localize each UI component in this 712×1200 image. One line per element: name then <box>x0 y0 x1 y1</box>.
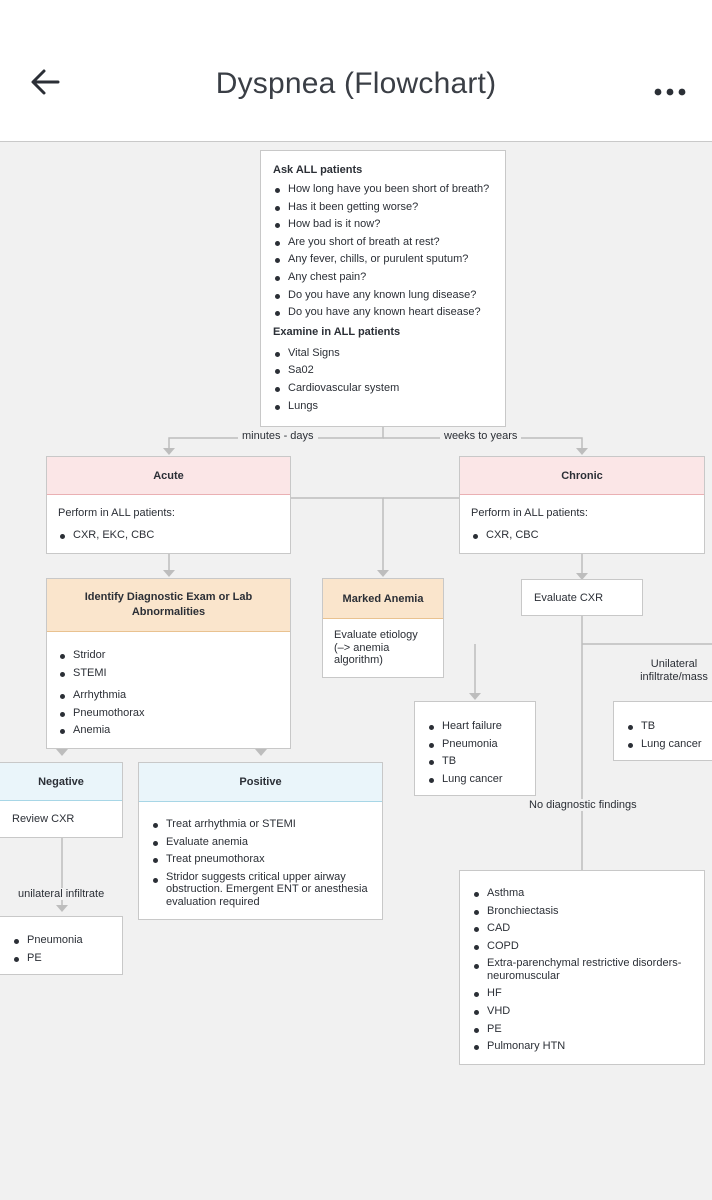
list-item: Are you short of breath at rest? <box>273 234 493 252</box>
flowchart-canvas: Ask ALL patients How long have you been … <box>0 142 712 1200</box>
list-item: Lungs <box>273 398 493 416</box>
list-item: CXR, EKC, CBC <box>58 527 279 545</box>
anemia-title: Marked Anemia <box>323 579 443 619</box>
list-item: Cardiovascular system <box>273 380 493 398</box>
differential-list: Asthma Bronchiectasis CAD COPD Extra-par… <box>472 885 690 1056</box>
edge-label-unilateral-mass: Unilateral infiltrate/mass <box>630 658 712 684</box>
list-item: Evaluate anemia <box>151 834 370 852</box>
unilateral-findings-list: TB Lung cancer <box>626 718 708 753</box>
chronic-perform-label: Perform in ALL patients: <box>471 507 588 519</box>
list-item: Treat pneumothorax <box>151 851 370 869</box>
list-item: Any chest pain? <box>273 269 493 287</box>
list-item: Has it been getting worse? <box>273 199 493 217</box>
evaluate-cxr-text: Evaluate CXR <box>534 591 604 604</box>
positive-list: Treat arrhythmia or STEMI Evaluate anemi… <box>151 816 370 908</box>
list-item: VHD <box>472 1003 690 1021</box>
app-header: Dyspnea (Flowchart) <box>0 0 712 142</box>
acute-box: Acute Perform in ALL patients: CXR, EKC,… <box>46 456 291 554</box>
chronic-list: CXR, CBC <box>471 527 693 545</box>
list-item: Extra-parenchymal restrictive disorders-… <box>472 957 690 982</box>
cxr-findings-box: Heart failure Pneumonia TB Lung cancer <box>414 701 536 796</box>
negative-title: Negative <box>0 763 122 801</box>
identify-list-a: Stridor STEMI <box>58 647 279 682</box>
negative-box: Negative Review CXR <box>0 762 123 838</box>
negative-text: Review CXR <box>12 813 75 825</box>
positive-box: Positive Treat arrhythmia or STEMI Evalu… <box>138 762 383 920</box>
edge-label-weeks-years: weeks to years <box>440 430 522 442</box>
ask-all-patients-box: Ask ALL patients How long have you been … <box>260 150 506 427</box>
list-item: HF <box>472 985 690 1003</box>
identify-list-b: Arrhythmia Pneumothorax Anemia <box>58 687 279 740</box>
identify-title: Identify Diagnostic Exam or Lab Abnormal… <box>47 579 290 632</box>
acute-perform-label: Perform in ALL patients: <box>58 507 175 519</box>
list-item: Do you have any known heart disease? <box>273 304 493 322</box>
list-item: Sa02 <box>273 362 493 380</box>
exam-list: Vital Signs Sa02 Cardiovascular system L… <box>273 345 493 415</box>
list-item: Asthma <box>472 885 690 903</box>
acute-list: CXR, EKC, CBC <box>58 527 279 545</box>
list-item: TB <box>427 753 525 771</box>
edge-label-unilateral-infiltrate: unilateral infiltrate <box>14 888 109 900</box>
list-item: Arrhythmia <box>58 687 279 705</box>
negative-results-box: Pneumonia PE <box>0 916 123 975</box>
list-item: PE <box>12 950 112 968</box>
more-options-icon[interactable] <box>652 84 688 100</box>
anemia-text: Evaluate etiology (–> anemia algorithm) <box>334 629 418 666</box>
page-title: Dyspnea (Flowchart) <box>215 67 497 100</box>
unilateral-findings-box: TB Lung cancer <box>613 701 712 761</box>
list-item: CAD <box>472 920 690 938</box>
list-item: How bad is it now? <box>273 216 493 234</box>
back-arrow-icon[interactable] <box>26 62 66 102</box>
negative-results-list: Pneumonia PE <box>12 932 112 967</box>
positive-title: Positive <box>139 763 382 802</box>
list-item: PE <box>472 1021 690 1039</box>
acute-title: Acute <box>47 457 290 495</box>
ask-heading: Ask ALL patients <box>273 164 363 176</box>
identify-abnormalities-box: Identify Diagnostic Exam or Lab Abnormal… <box>46 578 291 749</box>
list-item: Vital Signs <box>273 345 493 363</box>
evaluate-cxr-box: Evaluate CXR <box>521 579 643 616</box>
list-item: Any fever, chills, or purulent sputum? <box>273 251 493 269</box>
list-item: Do you have any known lung disease? <box>273 287 493 305</box>
list-item: Anemia <box>58 722 279 740</box>
list-item: TB <box>626 718 708 736</box>
list-item: How long have you been short of breath? <box>273 181 493 199</box>
list-item: Bronchiectasis <box>472 903 690 921</box>
marked-anemia-box: Marked Anemia Evaluate etiology (–> anem… <box>322 578 444 678</box>
chronic-title: Chronic <box>460 457 704 495</box>
differential-box: Asthma Bronchiectasis CAD COPD Extra-par… <box>459 870 705 1065</box>
list-item: Heart failure <box>427 718 525 736</box>
list-item: COPD <box>472 938 690 956</box>
list-item: Lung cancer <box>626 736 708 754</box>
list-item: Pulmonary HTN <box>472 1038 690 1056</box>
list-item: Pneumonia <box>12 932 112 950</box>
list-item: Stridor suggests critical upper airway o… <box>151 871 370 909</box>
list-item: Pneumothorax <box>58 705 279 723</box>
edge-label-no-diagnostic-findings: No diagnostic findings <box>525 799 641 811</box>
ask-list: How long have you been short of breath? … <box>273 181 493 322</box>
exam-heading: Examine in ALL patients <box>273 325 401 338</box>
list-item: CXR, CBC <box>471 527 693 545</box>
cxr-findings-list: Heart failure Pneumonia TB Lung cancer <box>427 718 525 788</box>
list-item: STEMI <box>58 665 279 683</box>
chronic-box: Chronic Perform in ALL patients: CXR, CB… <box>459 456 705 554</box>
edge-label-minutes-days: minutes - days <box>238 430 318 442</box>
list-item: Lung cancer <box>427 771 525 789</box>
list-item: Stridor <box>58 647 279 665</box>
list-item: Pneumonia <box>427 736 525 754</box>
list-item: Treat arrhythmia or STEMI <box>151 816 370 834</box>
